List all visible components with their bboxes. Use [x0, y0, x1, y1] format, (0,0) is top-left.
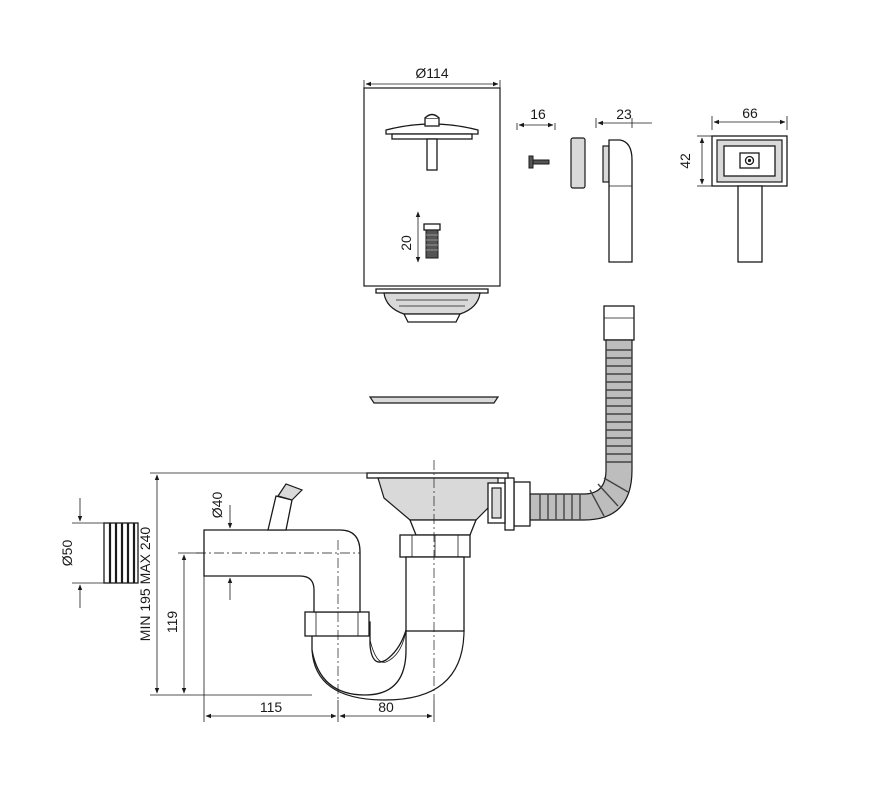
- gasket-side: [570, 137, 586, 189]
- overflow-height-label: 42: [677, 153, 693, 169]
- inlet-diameter-label: Ø40: [209, 492, 225, 519]
- wall-connector: Ø50: [59, 498, 139, 608]
- outlet-height-label: 119: [164, 611, 180, 634]
- bolt-width-label: 16: [530, 106, 546, 122]
- trap-assembly: [196, 460, 509, 701]
- overflow-front-view: 66 42: [677, 105, 788, 263]
- strainer-view: Ø114 20: [363, 65, 501, 323]
- wall-connector-diameter-label: Ø50: [59, 540, 75, 567]
- bolt-part: 16: [516, 106, 556, 169]
- trap-width-label: 80: [378, 699, 394, 715]
- overflow-depth-label: 23: [616, 106, 632, 122]
- height-dimensions: MIN 195 MAX 240 119 Ø40: [137, 472, 367, 696]
- flat-seal: [368, 396, 500, 404]
- height-range-label: MIN 195 MAX 240: [137, 527, 153, 642]
- strainer-diameter-label: Ø114: [415, 65, 448, 81]
- strainer-plug: [385, 113, 479, 171]
- screw-length-label: 20: [398, 235, 414, 251]
- overflow-hose: [504, 305, 635, 531]
- lower-nut: [304, 611, 370, 637]
- width-dimensions: 115 80: [203, 576, 435, 722]
- outlet-offset-label: 115: [260, 699, 283, 715]
- overflow-width-label: 66: [742, 105, 758, 121]
- inlet-nozzle: [267, 483, 304, 531]
- strainer-bowl: [375, 288, 489, 323]
- screw-part: 20: [398, 211, 441, 263]
- sink-flange: [366, 472, 509, 479]
- strainer-frame: [363, 87, 501, 287]
- overflow-side-view: 23: [595, 106, 652, 263]
